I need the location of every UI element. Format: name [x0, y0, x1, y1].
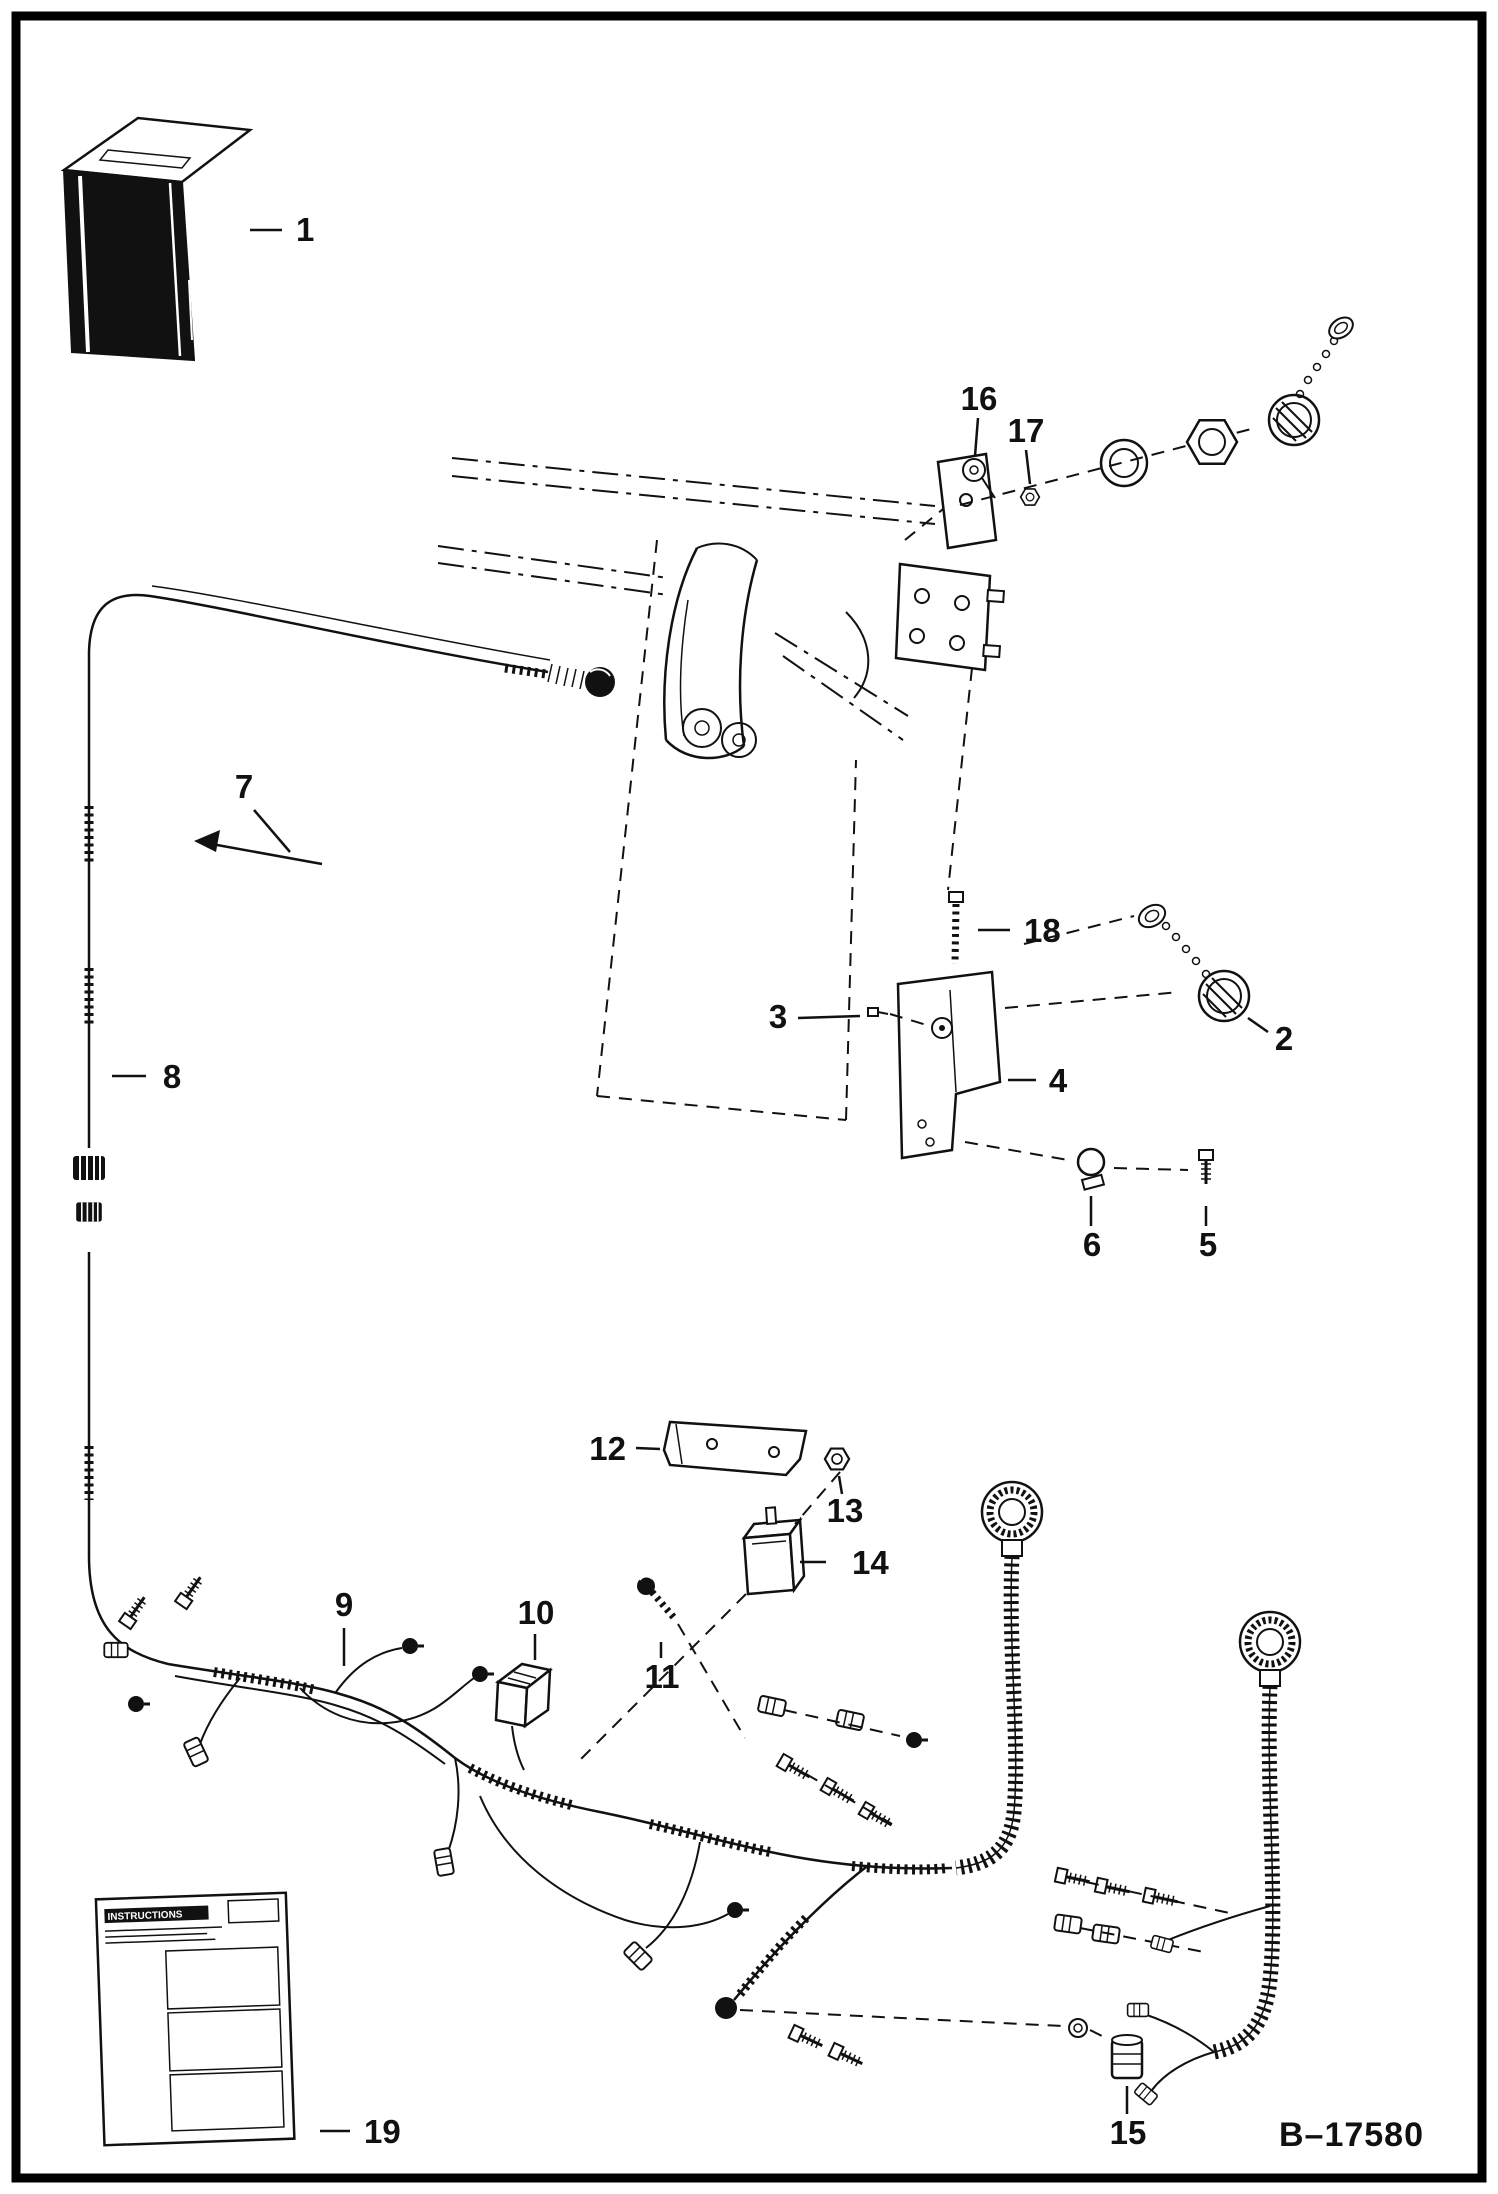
main-cable-part-8	[72, 585, 615, 1666]
callouts: 1 2 3 4 5 6 7 8 9 10 11 12 13 14 15 16 1…	[112, 211, 1293, 2151]
plug-connector-part	[1267, 393, 1321, 447]
callout-11: 11	[645, 1642, 680, 1695]
round-connector-head	[1240, 1612, 1300, 1686]
clip-part-16	[962, 458, 996, 499]
bolt-part-5	[1197, 1148, 1215, 1186]
nut-part-13	[823, 1447, 851, 1471]
callout-8-label: 8	[163, 1058, 181, 1095]
callout-17: 17	[1008, 412, 1045, 485]
bracket-part-12	[662, 1420, 808, 1477]
connector-block-part-10	[494, 1662, 553, 1771]
callout-5-label: 5	[1199, 1226, 1217, 1263]
callout-8: 8	[112, 1058, 181, 1095]
pin-connector-small	[75, 1201, 103, 1223]
instruction-sheet-part-19: INSTRUCTIONS	[94, 1891, 296, 2147]
callout-14: 14	[800, 1544, 889, 1581]
nut-part-17	[1019, 488, 1041, 506]
loader-arm-bracket	[663, 542, 1006, 760]
callout-10: 10	[518, 1594, 555, 1660]
hex-nut-part	[1185, 419, 1239, 465]
screw-part-18	[948, 891, 964, 965]
callout-16: 16	[961, 380, 998, 457]
coiled-cable-a	[954, 1482, 1042, 1876]
coiled-cable-b	[1126, 1612, 1300, 2107]
bracket-assembly	[867, 891, 1251, 1191]
callout-19-label: 19	[364, 2113, 401, 2150]
callout-3-label: 3	[769, 998, 787, 1035]
callout-7-label: 7	[235, 768, 253, 805]
callout-4: 4	[1008, 1062, 1068, 1099]
bracket-part-4	[896, 970, 1002, 1160]
callout-17-label: 17	[1008, 412, 1045, 449]
callout-9: 9	[335, 1586, 353, 1666]
wiring-harness	[103, 1571, 1235, 2080]
chain-and-cap-2	[1137, 903, 1211, 979]
callout-18-label: 18	[1024, 912, 1061, 949]
page-border	[11, 11, 1487, 2183]
callout-13: 13	[827, 1475, 864, 1529]
callout-14-label: 14	[852, 1544, 889, 1581]
callout-19: 19	[320, 2113, 401, 2150]
callout-15-label: 15	[1110, 2114, 1147, 2151]
bolt-part-11	[637, 1576, 679, 1623]
figure-reference-number: B–17580	[1279, 2116, 1424, 2154]
callout-12: 12	[589, 1430, 661, 1467]
controller-box-part	[60, 116, 254, 362]
panel-connector-assembly	[936, 316, 1354, 550]
screw-part-3	[867, 1007, 931, 1027]
relay-part-14	[741, 1506, 806, 1596]
plug-connector-part-2	[1197, 969, 1251, 1023]
panel-outline-dashed	[596, 539, 973, 1121]
callout-6-label: 6	[1083, 1226, 1101, 1263]
callout-1-label: 1	[296, 211, 314, 248]
relay-assembly	[579, 1420, 851, 1761]
machine-frame-lines	[437, 457, 949, 741]
callout-11-label: 11	[645, 1658, 680, 1695]
clamp-part-6	[1076, 1147, 1106, 1191]
threaded-fitting	[547, 663, 615, 697]
callout-3: 3	[769, 998, 861, 1035]
connector-part-15	[1110, 2034, 1144, 2080]
callout-2: 2	[1247, 1016, 1293, 1057]
washer-part	[1099, 438, 1149, 488]
instruction-sheet-title: INSTRUCTIONS	[107, 1909, 183, 1923]
callout-18: 18	[978, 912, 1061, 949]
callout-15: 15	[1110, 2086, 1147, 2151]
chain-and-cap	[1295, 316, 1354, 399]
callout-12-label: 12	[589, 1430, 626, 1467]
callout-16-label: 16	[961, 380, 998, 417]
pin-connector	[72, 1155, 106, 1181]
callout-7: 7	[235, 768, 291, 853]
callout-9-label: 9	[335, 1586, 353, 1623]
callout-10-label: 10	[518, 1594, 555, 1631]
callout-2-label: 2	[1275, 1020, 1293, 1057]
direction-arrow-7	[194, 830, 323, 866]
callout-5: 5	[1199, 1206, 1217, 1263]
callout-4-label: 4	[1049, 1062, 1068, 1099]
callout-13-label: 13	[827, 1492, 864, 1529]
callout-1: 1	[250, 211, 314, 248]
round-connector-head	[982, 1482, 1042, 1556]
callout-6: 6	[1083, 1196, 1101, 1263]
